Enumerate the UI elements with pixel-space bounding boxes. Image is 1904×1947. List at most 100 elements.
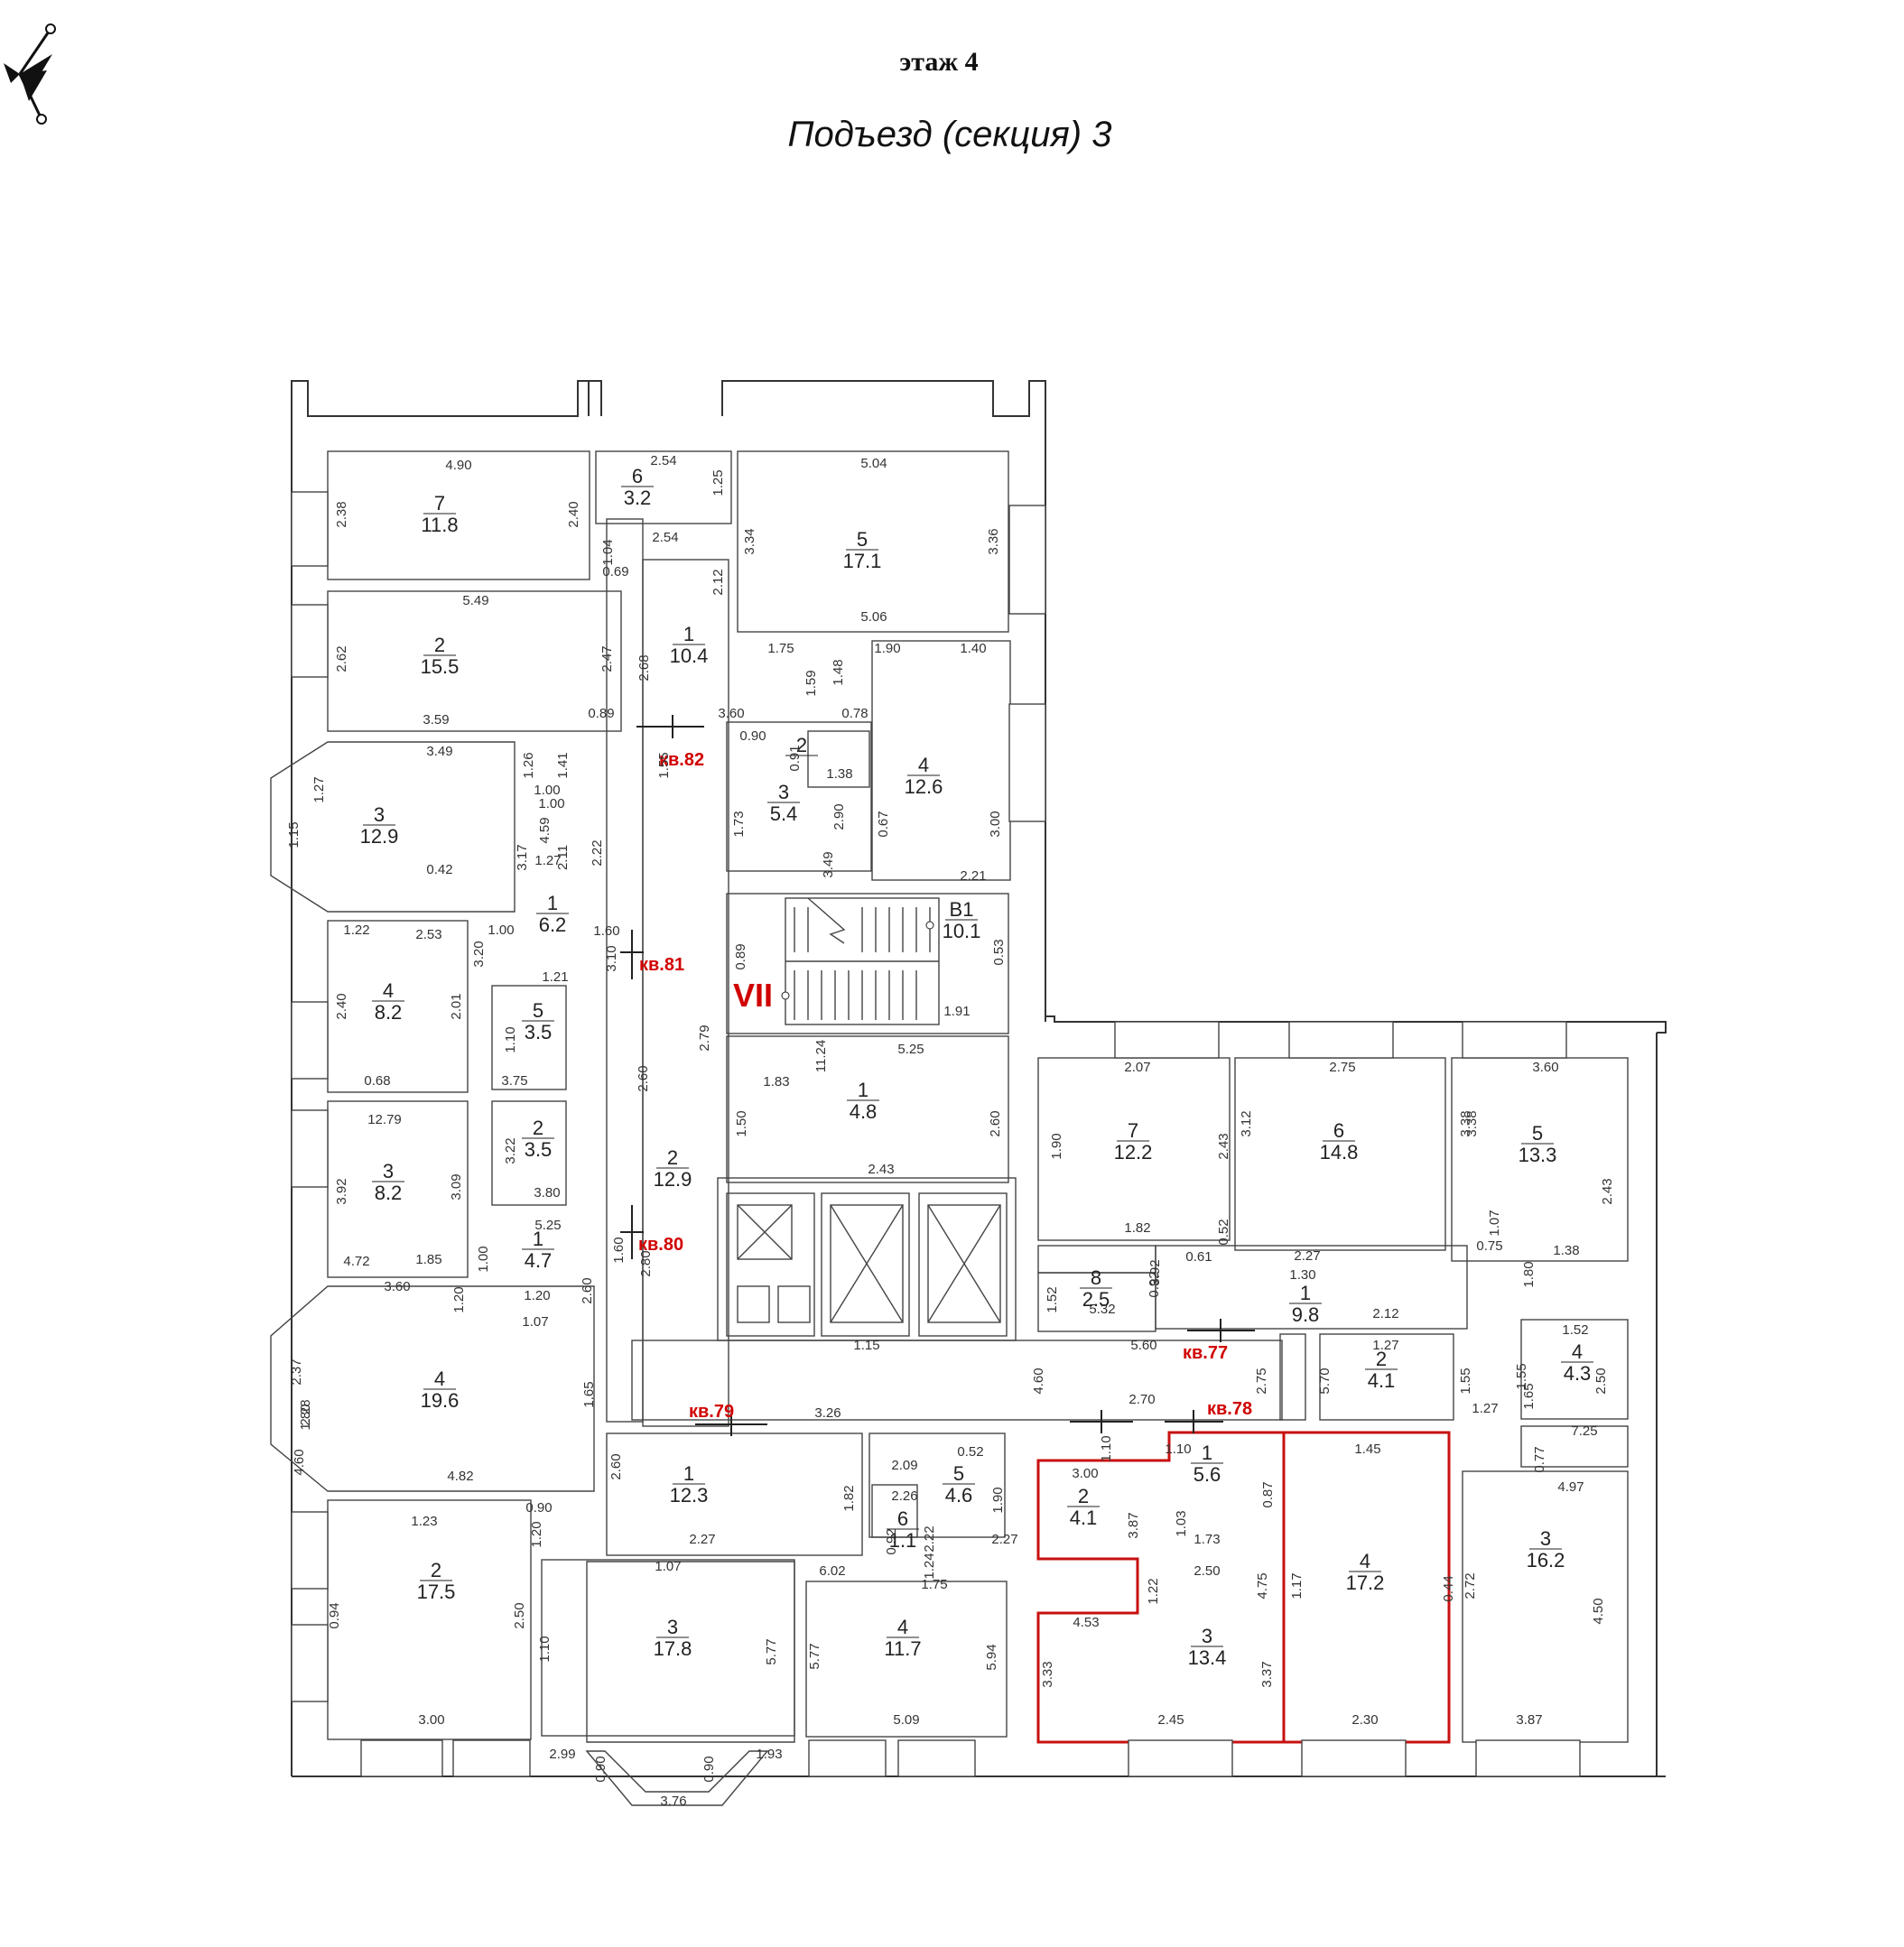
room-area: 11.8 <box>421 514 458 536</box>
dimension-label: 1.48 <box>831 659 846 685</box>
stair-label: VII <box>733 977 773 1014</box>
room-area: 19.6 <box>421 1389 460 1412</box>
dimension-label: 4.60 <box>1031 1368 1046 1394</box>
dimension-label: 0.52 <box>957 1444 983 1460</box>
dimension-label: 3.12 <box>1239 1110 1254 1136</box>
room-number: 2 <box>796 734 807 756</box>
room-number: 7 <box>1128 1119 1138 1142</box>
dimension-label: 3.00 <box>418 1712 444 1728</box>
dimension-label: 1.26 <box>521 752 536 778</box>
dimension-label: 1.27 <box>311 776 327 802</box>
room-number: 3 <box>1202 1625 1212 1647</box>
dimension-label: 5.70 <box>1317 1368 1333 1394</box>
dimension-label: 1.20 <box>451 1286 467 1312</box>
room-number: 4 <box>383 979 394 1002</box>
dimension-label: 1.15 <box>286 821 302 848</box>
dimension-label: 4.60 <box>292 1449 307 1475</box>
dimension-label: 2.99 <box>549 1747 575 1762</box>
dimension-label: 1.82 <box>1124 1220 1150 1236</box>
dimension-label: 2.43 <box>1600 1178 1615 1204</box>
room-number: 1 <box>533 1228 543 1250</box>
room-number: 6 <box>632 465 643 487</box>
dimension-label: 1.90 <box>1049 1133 1064 1159</box>
dimension-label: 3.87 <box>1516 1712 1542 1728</box>
room-number: 7 <box>434 492 445 515</box>
room-label: 417.2 <box>1346 1550 1385 1594</box>
room-area: 17.8 <box>654 1637 692 1660</box>
room-area: 14.8 <box>1320 1141 1359 1164</box>
elevator-1 <box>737 1204 811 1323</box>
room-number: 4 <box>1360 1550 1370 1572</box>
dimension-label: 1.40 <box>960 641 986 656</box>
room-label: 215.5 <box>421 634 460 678</box>
dimension-label: 0.68 <box>364 1073 390 1089</box>
apartment-label-kv81[interactable]: кв.81 <box>639 955 684 975</box>
room-labels: 711.863.2517.1215.5110.4312.935.4412.616… <box>360 465 1593 1669</box>
room-area: 15.5 <box>421 655 460 678</box>
room-area: 5.4 <box>770 802 798 825</box>
dimension-label: 3.36 <box>986 528 1001 554</box>
dimension-label: 3.17 <box>515 844 530 870</box>
dimension-label: 1.30 <box>1289 1267 1315 1283</box>
apartment-label-kv80[interactable]: кв.80 <box>638 1235 683 1255</box>
room-number: 2 <box>1078 1485 1089 1507</box>
dimension-label: 1.60 <box>611 1237 627 1263</box>
dimension-label: 1.17 <box>1289 1572 1305 1599</box>
room-number: 3 <box>778 781 789 803</box>
dimension-label: 1.73 <box>1193 1532 1220 1547</box>
windows <box>291 491 1581 1777</box>
dimension-label: 1.82 <box>841 1485 857 1511</box>
elevator-shafts <box>737 1204 1001 1323</box>
dimension-label: 2.09 <box>891 1458 917 1473</box>
dimension-label: 4.50 <box>1591 1598 1606 1624</box>
dimension-label: 3.76 <box>660 1794 686 1809</box>
dimension-label: 2.70 <box>1128 1392 1155 1407</box>
room-label: 53.5 <box>522 999 554 1043</box>
room-label: 63.2 <box>621 465 654 509</box>
apartment-label-kv79[interactable]: кв.79 <box>689 1402 734 1422</box>
dimension-label: 2.43 <box>868 1162 894 1177</box>
room-area: 9.8 <box>1292 1303 1320 1326</box>
dimension-label: 3.49 <box>821 851 836 877</box>
dimension-label: 1.10 <box>1165 1442 1191 1457</box>
dimension-label: 1.15 <box>853 1338 879 1353</box>
dimension-label: 1.75 <box>921 1577 947 1592</box>
room-area: 12.9 <box>654 1168 692 1191</box>
apartment-label-kv82[interactable]: кв.82 <box>659 750 704 770</box>
dimension-label: 2.45 <box>1157 1712 1184 1728</box>
dimension-label: 2.60 <box>608 1453 624 1479</box>
room-label: 411.7 <box>884 1616 921 1660</box>
dimension-label: 3.34 <box>742 528 757 554</box>
dimension-label: 2.54 <box>650 453 676 468</box>
dimension-label: 2.22 <box>590 839 605 866</box>
dimension-label: 3.59 <box>423 712 449 728</box>
dimension-label: 1.59 <box>803 670 819 696</box>
dimension-label: 0.67 <box>876 811 891 837</box>
dimension-label: 1.00 <box>534 783 560 798</box>
room-label: 14.8 <box>847 1079 879 1123</box>
elevator-2 <box>830 1204 904 1323</box>
dimension-label: 3.09 <box>449 1173 464 1200</box>
dimension-label: 1.07 <box>655 1559 681 1574</box>
dimension-label: 3.87 <box>1126 1512 1141 1538</box>
dimension-label: 0.69 <box>602 564 628 579</box>
dimension-label: 3.37 <box>1259 1661 1275 1687</box>
apartment-label-kv77[interactable]: кв.77 <box>1183 1343 1228 1363</box>
room-label: 44.3 <box>1561 1340 1593 1385</box>
dimension-label: 0.90 <box>525 1500 552 1516</box>
dimension-label: 1.90 <box>874 641 900 656</box>
dimension-label: 3.10 <box>604 945 619 971</box>
apartment-label-kv78[interactable]: кв.78 <box>1207 1399 1252 1419</box>
room-number: 4 <box>897 1616 908 1638</box>
dimension-label: 4.53 <box>1073 1615 1099 1630</box>
dimension-label: 3.33 <box>1040 1661 1055 1687</box>
dimension-label: 2.75 <box>1329 1060 1355 1075</box>
room-label: 712.2 <box>1114 1119 1153 1164</box>
room-area: 3.5 <box>525 1138 553 1161</box>
room-area: 12.3 <box>670 1484 709 1507</box>
dimension-label: 0.77 <box>1532 1446 1547 1472</box>
dimension-label: 1.65 <box>1521 1383 1537 1409</box>
apartment-labels[interactable]: кв.82 кв.81 кв.80 кв.79 кв.77 кв.78 <box>638 750 1252 1422</box>
dimension-label: 2.28 <box>298 1399 313 1425</box>
